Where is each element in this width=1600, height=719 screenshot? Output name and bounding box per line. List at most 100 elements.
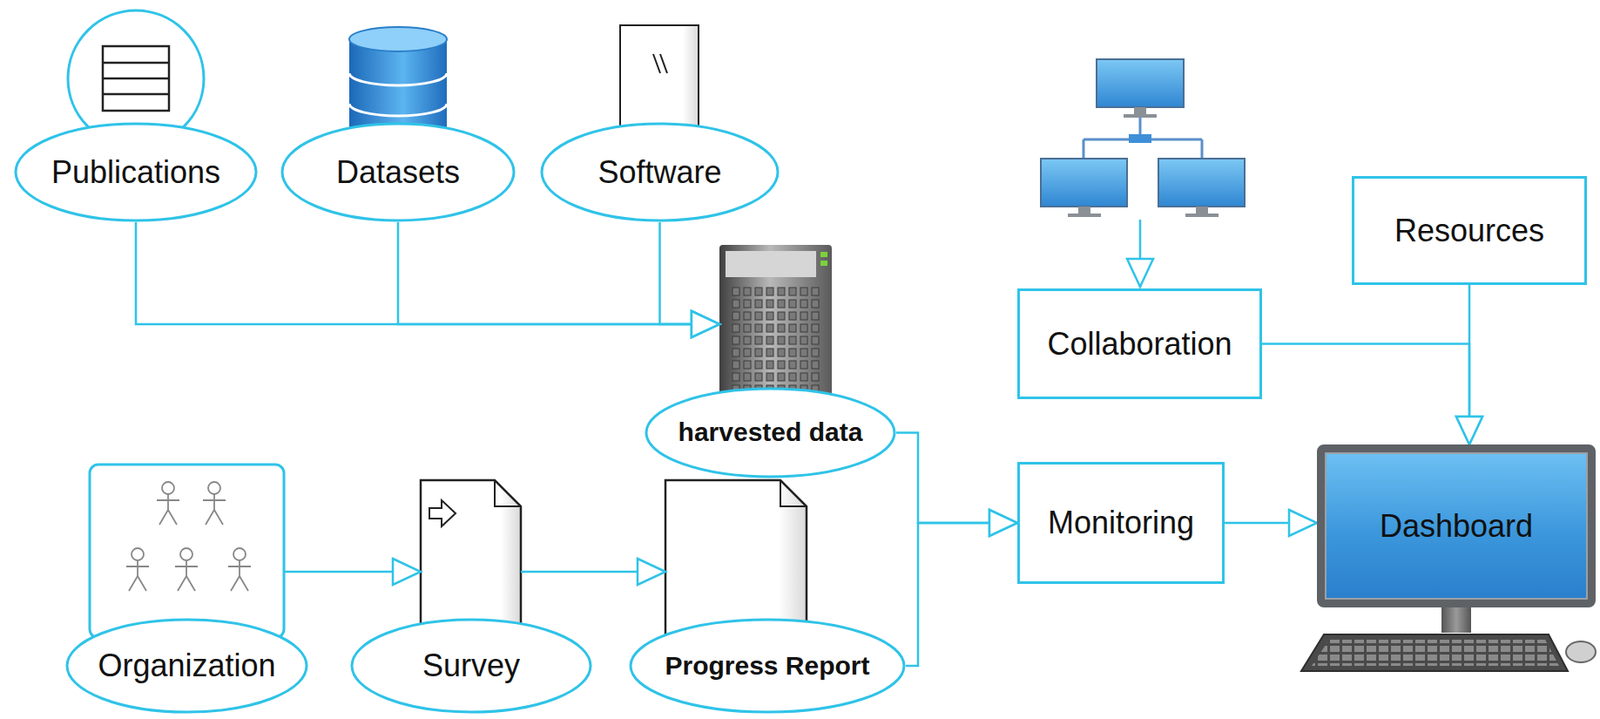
vent-slot [743, 324, 751, 332]
server-vents [732, 287, 819, 393]
art-rect [1128, 134, 1152, 143]
vent-slot [743, 360, 751, 369]
vent-slot [800, 336, 808, 345]
figure-body [228, 560, 251, 591]
node-label: Monitoring [1047, 504, 1195, 541]
vent-slot [777, 324, 785, 332]
vent-slot [732, 372, 740, 381]
figure-head [180, 547, 193, 561]
vent-slot [766, 287, 774, 296]
flow-connector [283, 570, 421, 574]
art-rect [820, 260, 828, 266]
vent-slot [743, 372, 751, 381]
ellipse-shape [67, 619, 307, 712]
network-icon [1040, 59, 1245, 287]
node-label: Resources [1394, 212, 1545, 249]
art-rect [1195, 206, 1209, 214]
dashboard-screen: Dashboard [1316, 444, 1596, 608]
vent-slot [811, 299, 819, 308]
report-document-icon [665, 479, 807, 638]
art-line [653, 54, 661, 74]
vent-slot [777, 372, 785, 381]
vent-slot [789, 287, 797, 296]
figure-body [126, 560, 149, 591]
figure-body [175, 560, 198, 591]
stick-figure [126, 547, 149, 591]
vent-slot [732, 287, 740, 296]
flow-connector [520, 570, 666, 574]
vent-slot [777, 311, 785, 320]
vent-slot [743, 311, 751, 320]
vent-slot [789, 348, 797, 357]
vent-slot [732, 299, 740, 308]
node-label: Progress Report [664, 650, 870, 682]
art-rect [725, 250, 817, 277]
vent-slot [755, 311, 763, 320]
vent-slot [766, 348, 774, 357]
art-rect [1185, 213, 1219, 217]
art-ellipse [1566, 641, 1596, 662]
organization-icon [89, 464, 284, 638]
computer-base [1301, 606, 1596, 671]
art-line [102, 93, 169, 96]
art-path [1311, 639, 1560, 666]
vent-slot [732, 360, 740, 369]
source-ellipse: Software [540, 121, 780, 223]
art-path [665, 479, 807, 638]
vent-slot [766, 324, 774, 332]
vent-slot [789, 336, 797, 345]
node-label: Organization [97, 647, 276, 683]
vent-slot [811, 311, 819, 320]
process-box: Monitoring [1017, 461, 1225, 584]
vent-slot [743, 348, 751, 357]
vent-slot [789, 299, 797, 308]
store-ellipse: harvested data [644, 386, 897, 479]
art-rect [820, 251, 828, 257]
process-box: Collaboration [1017, 288, 1263, 399]
stick-figure [175, 547, 198, 591]
vent-slot [766, 311, 774, 320]
flow-connector [660, 222, 721, 325]
vent-slot [755, 287, 763, 296]
node-label: Survey [422, 647, 520, 683]
vent-slot [755, 372, 763, 381]
vent-slot [800, 324, 808, 332]
vent-slot [766, 299, 774, 308]
vent-slot [777, 287, 785, 296]
flow-connector [398, 222, 720, 325]
art-path [420, 479, 521, 638]
art-path [349, 73, 447, 86]
ellipse-shape [646, 388, 895, 477]
actor-ellipse: Organization [65, 617, 309, 714]
ellipse-shape [282, 123, 514, 221]
vent-slot [732, 311, 740, 320]
vent-slot [789, 360, 797, 369]
vent-slot [766, 336, 774, 345]
vent-slot [755, 299, 763, 308]
art-path [1301, 634, 1568, 671]
art-rect [1441, 606, 1472, 633]
node-label: Software [597, 154, 722, 190]
figure-head [131, 547, 144, 561]
art-line [1139, 219, 1142, 287]
node-label: Datasets [336, 154, 460, 190]
vent-slot [755, 336, 763, 345]
vent-slot [811, 360, 819, 369]
figure-head [233, 547, 246, 561]
art-rect [1096, 59, 1184, 108]
vent-slot [811, 336, 819, 345]
survey-document-icon [420, 479, 521, 638]
source-ellipse: Publications [13, 121, 258, 223]
vent-slot [743, 336, 751, 345]
art-path [1083, 117, 1202, 159]
vent-slot [811, 324, 819, 332]
art-path [349, 103, 447, 116]
document-ellipse: Survey [350, 617, 593, 714]
vent-slot [789, 372, 797, 381]
vent-slot [777, 299, 785, 308]
vent-slot [811, 372, 819, 381]
vent-slot [800, 287, 808, 296]
art-rect [102, 46, 169, 111]
